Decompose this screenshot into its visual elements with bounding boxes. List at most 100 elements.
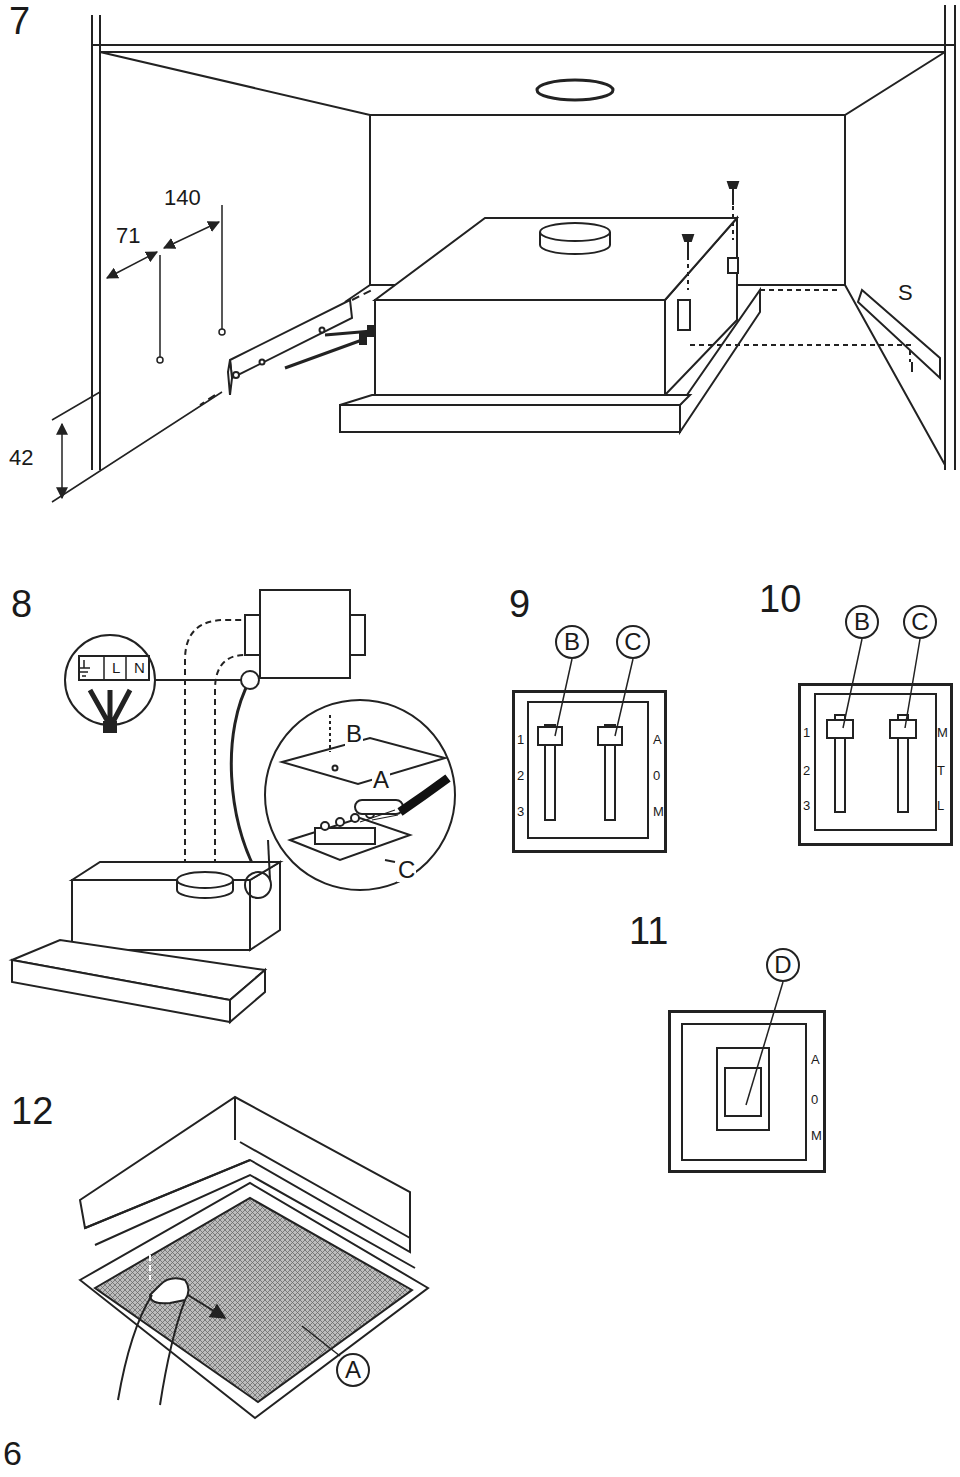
wiring-drawing-part [329, 715, 331, 752]
switch-panel: A 0M [668, 1010, 826, 1173]
dimension-lines-part [157, 357, 163, 363]
wiring-drawing-part [104, 722, 116, 732]
mounting-bracket-part [360, 334, 366, 344]
callout-letter: A [345, 1358, 361, 1382]
callout-circle: B [555, 625, 589, 659]
switch-panels-part [528, 702, 648, 838]
filter-drawing-part [95, 1198, 412, 1402]
wiring-drawing-part [333, 766, 338, 771]
wiring-drawing-part [72, 862, 280, 880]
mounting-bracket-part [690, 290, 910, 362]
wiring-drawing-part [260, 590, 350, 678]
mounting-bracket-part [728, 182, 738, 205]
switch-panel: 123MTL [798, 683, 953, 846]
hood-drawing-part [540, 223, 610, 241]
wiring-drawing-part [104, 656, 126, 680]
callout-circle: D [766, 948, 800, 982]
wiring-drawing-part [321, 822, 329, 830]
wiring-drawing-part [360, 810, 398, 822]
wiring-drawing-part [265, 700, 455, 890]
switch-panels-part [682, 1024, 806, 1160]
wiring-drawing-part [355, 800, 403, 814]
wiring-drawing-part [230, 970, 265, 1022]
filter-drawing-part [118, 1295, 185, 1405]
figure-number: 8 [10, 585, 33, 623]
switch-label: N [134, 660, 145, 675]
wiring-drawing-part [155, 679, 243, 681]
switch-panels-part [598, 727, 622, 745]
filter-drawing-part [80, 1183, 428, 1418]
hood-drawing-part [678, 300, 690, 330]
callout-circle: C [616, 625, 650, 659]
mounting-bracket-part [233, 372, 239, 378]
wiring-drawing [12, 590, 455, 1022]
mounting-bracket-part [260, 360, 265, 365]
callout-circle: A [336, 1353, 370, 1387]
switch-panels-part [827, 720, 853, 738]
wiring-drawing-part [231, 680, 262, 882]
switch-label: A [811, 1053, 820, 1066]
wiring-drawing-part [268, 840, 270, 880]
switch-panels-part [717, 1048, 769, 1130]
dimension-lines-part [107, 252, 157, 278]
switch-label: 0 [811, 1093, 818, 1106]
wiring-drawing-part [12, 960, 230, 1022]
switch-label: A [653, 733, 662, 746]
dimension: 71 [115, 225, 141, 247]
switch-label: T [937, 764, 945, 777]
callout-circle: B [845, 605, 879, 639]
switch-label: L [937, 799, 944, 812]
figure-number: 7 [8, 2, 31, 40]
callout-letter: B [564, 630, 580, 654]
mounting-bracket-part [688, 190, 733, 290]
dimension: 42 [8, 447, 34, 469]
switch-panels-part [815, 694, 936, 830]
cabinet-drawing-part [345, 285, 945, 465]
wiring-drawing-part [65, 635, 155, 725]
mounting-bracket [200, 182, 940, 405]
cabinet-drawing-part [92, 45, 955, 52]
switch-panels-part [746, 982, 783, 1105]
switch-panels-part [538, 727, 562, 745]
dimension-lines-part [61, 424, 63, 498]
cabinet-drawing-part [92, 5, 955, 470]
callout-letter: D [774, 953, 791, 977]
callout-letter: C [911, 610, 928, 634]
part-letter: S [897, 282, 914, 304]
switch-label: M [937, 726, 948, 739]
wiring-drawing-part [245, 615, 260, 655]
hood-drawing-part [340, 405, 680, 432]
page-number: 6 [2, 1436, 23, 1470]
callout-letter: C [624, 630, 641, 654]
hood-drawing-part [680, 290, 760, 432]
mounting-bracket-part [285, 340, 362, 368]
wiring-drawing-part [290, 818, 410, 860]
filter-drawing-part [188, 1295, 225, 1318]
switch-label: 3 [803, 799, 810, 812]
hood-drawing-part [728, 258, 738, 273]
part-letter: B [345, 722, 363, 746]
wiring-drawing-part [90, 690, 130, 722]
filter-drawing [80, 1097, 428, 1418]
figure-number: 12 [10, 1092, 54, 1130]
wiring-drawing-part [351, 814, 359, 822]
switch-label: 1 [517, 733, 524, 746]
wiring-drawing-part [245, 872, 271, 898]
switch-label: M [811, 1129, 822, 1142]
cabinet-drawing-part [537, 80, 613, 100]
switch-label: 2 [803, 764, 810, 777]
cabinet-drawing-part [100, 52, 945, 115]
wiring-drawing-part [385, 860, 395, 862]
hood-drawing-part [375, 218, 737, 300]
switch-label: 2 [517, 769, 524, 782]
wiring-drawing-part [336, 818, 344, 826]
dimension-lines-part [219, 329, 225, 335]
filter-drawing-part [150, 1278, 189, 1303]
hood-drawing-part [340, 395, 690, 405]
figure-number: 10 [758, 580, 802, 618]
terminal-legend-box: LN [78, 655, 150, 681]
hood-drawing-part [375, 300, 665, 395]
figure-number: 9 [508, 585, 531, 623]
dimension-lines-part [164, 222, 219, 248]
